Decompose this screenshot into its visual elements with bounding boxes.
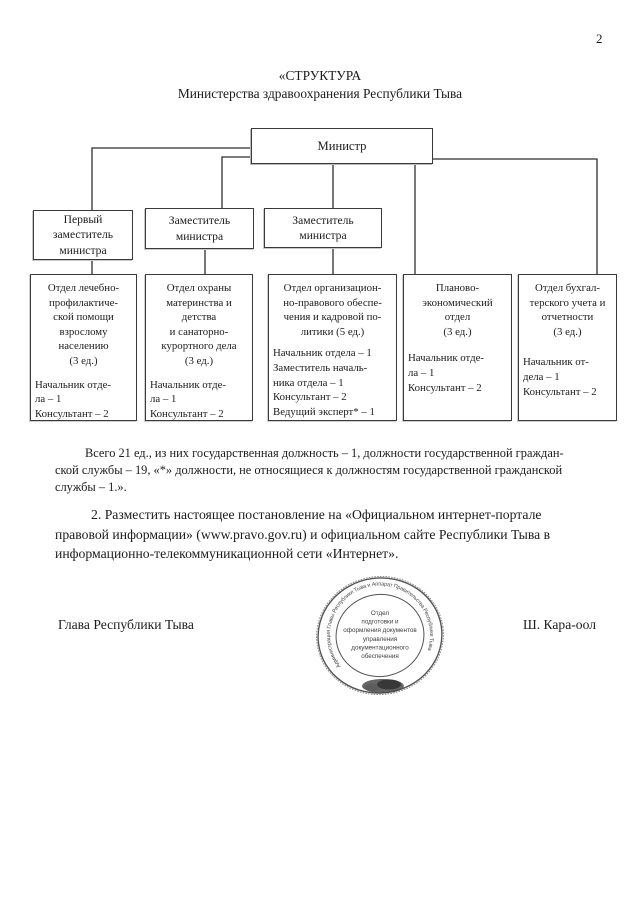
document-title-line1: «СТРУКТУРА xyxy=(278,68,362,83)
department-box-accounting: Отдел бухгал- терского учета и отчетност… xyxy=(518,274,617,421)
department-staff: Начальник отдела – 1 Заместитель началь-… xyxy=(273,347,375,418)
signature-name: Ш. Кара-оол xyxy=(523,617,596,632)
department-staff: Начальник отде- ла – 1 Консультант – 2 xyxy=(408,352,484,394)
stamp-center-text: Отдел подготовки и оформления документов… xyxy=(343,610,417,660)
deputy-minister-box-1: Заместитель министра xyxy=(145,208,254,249)
department-title: Планово- экономический отдел (3 ед.) xyxy=(422,282,493,338)
stamp-center-line: оформления документов xyxy=(343,627,417,634)
department-staff: Начальник отде- ла – 1 Консультант – 2 xyxy=(150,378,226,420)
resolution-paragraph: 2. Разместить настоящее постановление на… xyxy=(55,507,551,562)
department-box-planning-economic: Планово- экономический отдел (3 ед.) Нач… xyxy=(403,274,512,421)
document-title-line2: Министерства здравоохранения Республики … xyxy=(177,85,463,101)
stamp-center-line: управления xyxy=(363,636,397,643)
document-title: «СТРУКТУРА Министерства здравоохранения … xyxy=(0,67,640,102)
stamp-center-line: обеспечения xyxy=(361,652,399,660)
department-box-maternity-childhood: Отдел охраны материнства и детства и сан… xyxy=(145,274,253,421)
stamp-center-line: подготовки и xyxy=(361,619,399,626)
department-title: Отдел охраны материнства и детства и сан… xyxy=(161,282,237,367)
department-staff: Начальник от- дела – 1 Консультант – 2 xyxy=(523,356,597,398)
department-title: Отдел лечебно- профилактиче- ской помощи… xyxy=(47,282,120,367)
staff-total-note: Всего 21 ед., из них государственная дол… xyxy=(55,446,564,494)
department-box-legal-personnel: Отдел организацион- но-правового обеспе-… xyxy=(268,274,397,421)
stamp-center-line: Отдел xyxy=(371,610,390,617)
signature-title: Глава Республики Тыва xyxy=(58,617,194,632)
connector-line xyxy=(221,156,251,208)
stamp-ink-blot xyxy=(362,679,404,693)
minister-box: Министр xyxy=(251,128,433,164)
official-stamp: Администрация Главы Республики Тыва и Ап… xyxy=(316,574,444,695)
page-number: 2 xyxy=(596,31,603,46)
connector-line xyxy=(91,147,251,210)
department-staff: Начальник отде- ла – 1 Консультант – 2 xyxy=(35,378,111,420)
department-title: Отдел бухгал- терского учета и отчетност… xyxy=(529,282,606,338)
department-title: Отдел организацион- но-правового обеспе-… xyxy=(283,282,382,338)
first-deputy-minister-box: Первый заместитель министра xyxy=(33,210,133,260)
deputy-minister-box-2: Заместитель министра xyxy=(264,208,382,248)
stamp-center-line: документационного xyxy=(351,644,409,651)
connector-line xyxy=(433,158,598,274)
department-box-medical-prevention: Отдел лечебно- профилактиче- ской помощи… xyxy=(30,274,137,421)
